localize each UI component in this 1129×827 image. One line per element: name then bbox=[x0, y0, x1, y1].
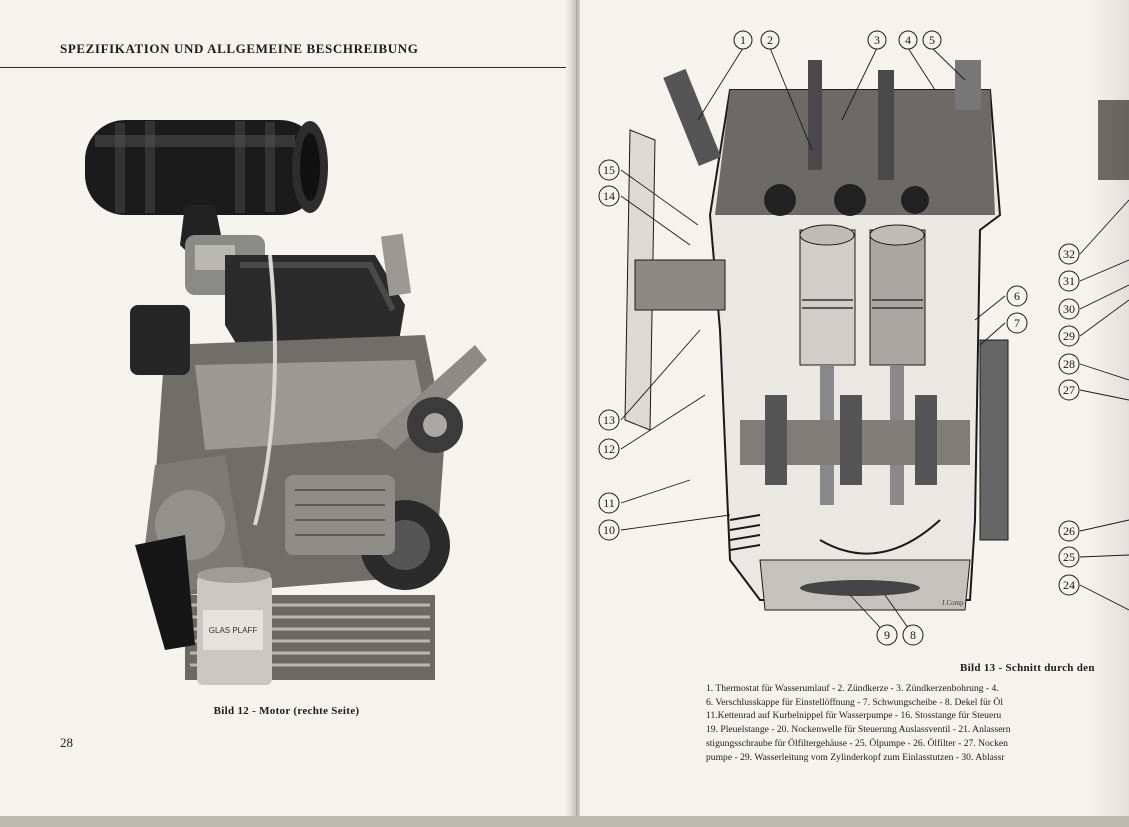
legend-line: 6. Verschlusskappe für Einstellöffnung -… bbox=[706, 696, 1003, 708]
figure-caption-right: Bild 13 - Schnitt durch den bbox=[960, 662, 1095, 674]
callout-8: 8 bbox=[910, 628, 916, 642]
header-rule bbox=[0, 67, 573, 68]
callout-15: 15 bbox=[603, 163, 615, 177]
book-bottom-edge bbox=[0, 816, 1129, 827]
callout-27: 27 bbox=[1063, 383, 1075, 397]
page-header: SPEZIFIKATION UND ALLGEMEINE BESCHREIBUN… bbox=[60, 41, 419, 56]
air-filter bbox=[85, 120, 328, 215]
callout-24: 24 bbox=[1063, 578, 1075, 592]
callout-7: 7 bbox=[1014, 316, 1020, 330]
callout-31: 31 bbox=[1063, 274, 1075, 288]
legend-line: 19. Pleuelstange - 20. Nockenwelle für S… bbox=[706, 724, 1011, 736]
leader-lines bbox=[620, 47, 1006, 636]
callout-12: 12 bbox=[603, 442, 615, 456]
callout-13: 13 bbox=[603, 413, 615, 427]
callout-10: 10 bbox=[603, 523, 615, 537]
callout-5: 5 bbox=[929, 33, 935, 47]
callouts-left: 15 14 13 12 11 10 bbox=[598, 159, 620, 541]
left-page: SPEZIFIKATION UND ALLGEMEINE BESCHREIBUN… bbox=[0, 0, 573, 816]
callouts-right: 6 7 bbox=[1006, 285, 1028, 334]
oil-filter-can: GLAS PLAFF bbox=[197, 567, 272, 685]
callout-6: 6 bbox=[1014, 289, 1020, 303]
callout-29: 29 bbox=[1063, 329, 1075, 343]
figure-legend: 1. Thermostat für Wasserumlauf - 2. Zünd… bbox=[706, 682, 1129, 764]
callout-14: 14 bbox=[603, 189, 615, 203]
callout-4: 4 bbox=[905, 33, 911, 47]
engine-cross-section: J.Comp 1 2 3 4 bbox=[598, 30, 1129, 646]
right-page: J.Comp 1 2 3 4 bbox=[580, 0, 1129, 816]
callout-32: 32 bbox=[1063, 247, 1075, 261]
engine-photo: GLAS PLAFF bbox=[85, 120, 487, 685]
callout-2: 2 bbox=[767, 33, 773, 47]
legend-line: 11.Kettenrad auf Kurbelnippel für Wasser… bbox=[706, 710, 1002, 722]
callout-3: 3 bbox=[874, 33, 880, 47]
callout-25: 25 bbox=[1063, 550, 1075, 564]
callouts-top: 1 2 3 4 5 bbox=[733, 30, 942, 50]
callout-26: 26 bbox=[1063, 524, 1075, 538]
legend-line: pumpe - 29. Wasserleitung vom Zylinderko… bbox=[706, 751, 1005, 763]
callout-11: 11 bbox=[603, 496, 615, 510]
legend-line: stigungsschraube für Ölfiltergehäuse - 2… bbox=[706, 737, 1008, 749]
legend-line: 1. Thermostat für Wasserumlauf - 2. Zünd… bbox=[706, 683, 999, 694]
page-curl-shadow bbox=[1089, 0, 1129, 816]
artist-mark: J.Comp bbox=[942, 599, 964, 607]
oil-filter-label: GLAS PLAFF bbox=[209, 626, 258, 635]
callout-30: 30 bbox=[1063, 302, 1075, 316]
next-diagram-partial: 32 31 30 29 28 27 26 25 24 bbox=[1058, 100, 1129, 611]
callout-28: 28 bbox=[1063, 357, 1075, 371]
callouts-bottom: 9 8 bbox=[876, 624, 924, 646]
figure-caption-left: Bild 12 - Motor (rechte Seite) bbox=[213, 705, 360, 717]
callout-1: 1 bbox=[740, 33, 746, 47]
callout-9: 9 bbox=[884, 628, 890, 642]
page-number: 28 bbox=[60, 735, 73, 750]
